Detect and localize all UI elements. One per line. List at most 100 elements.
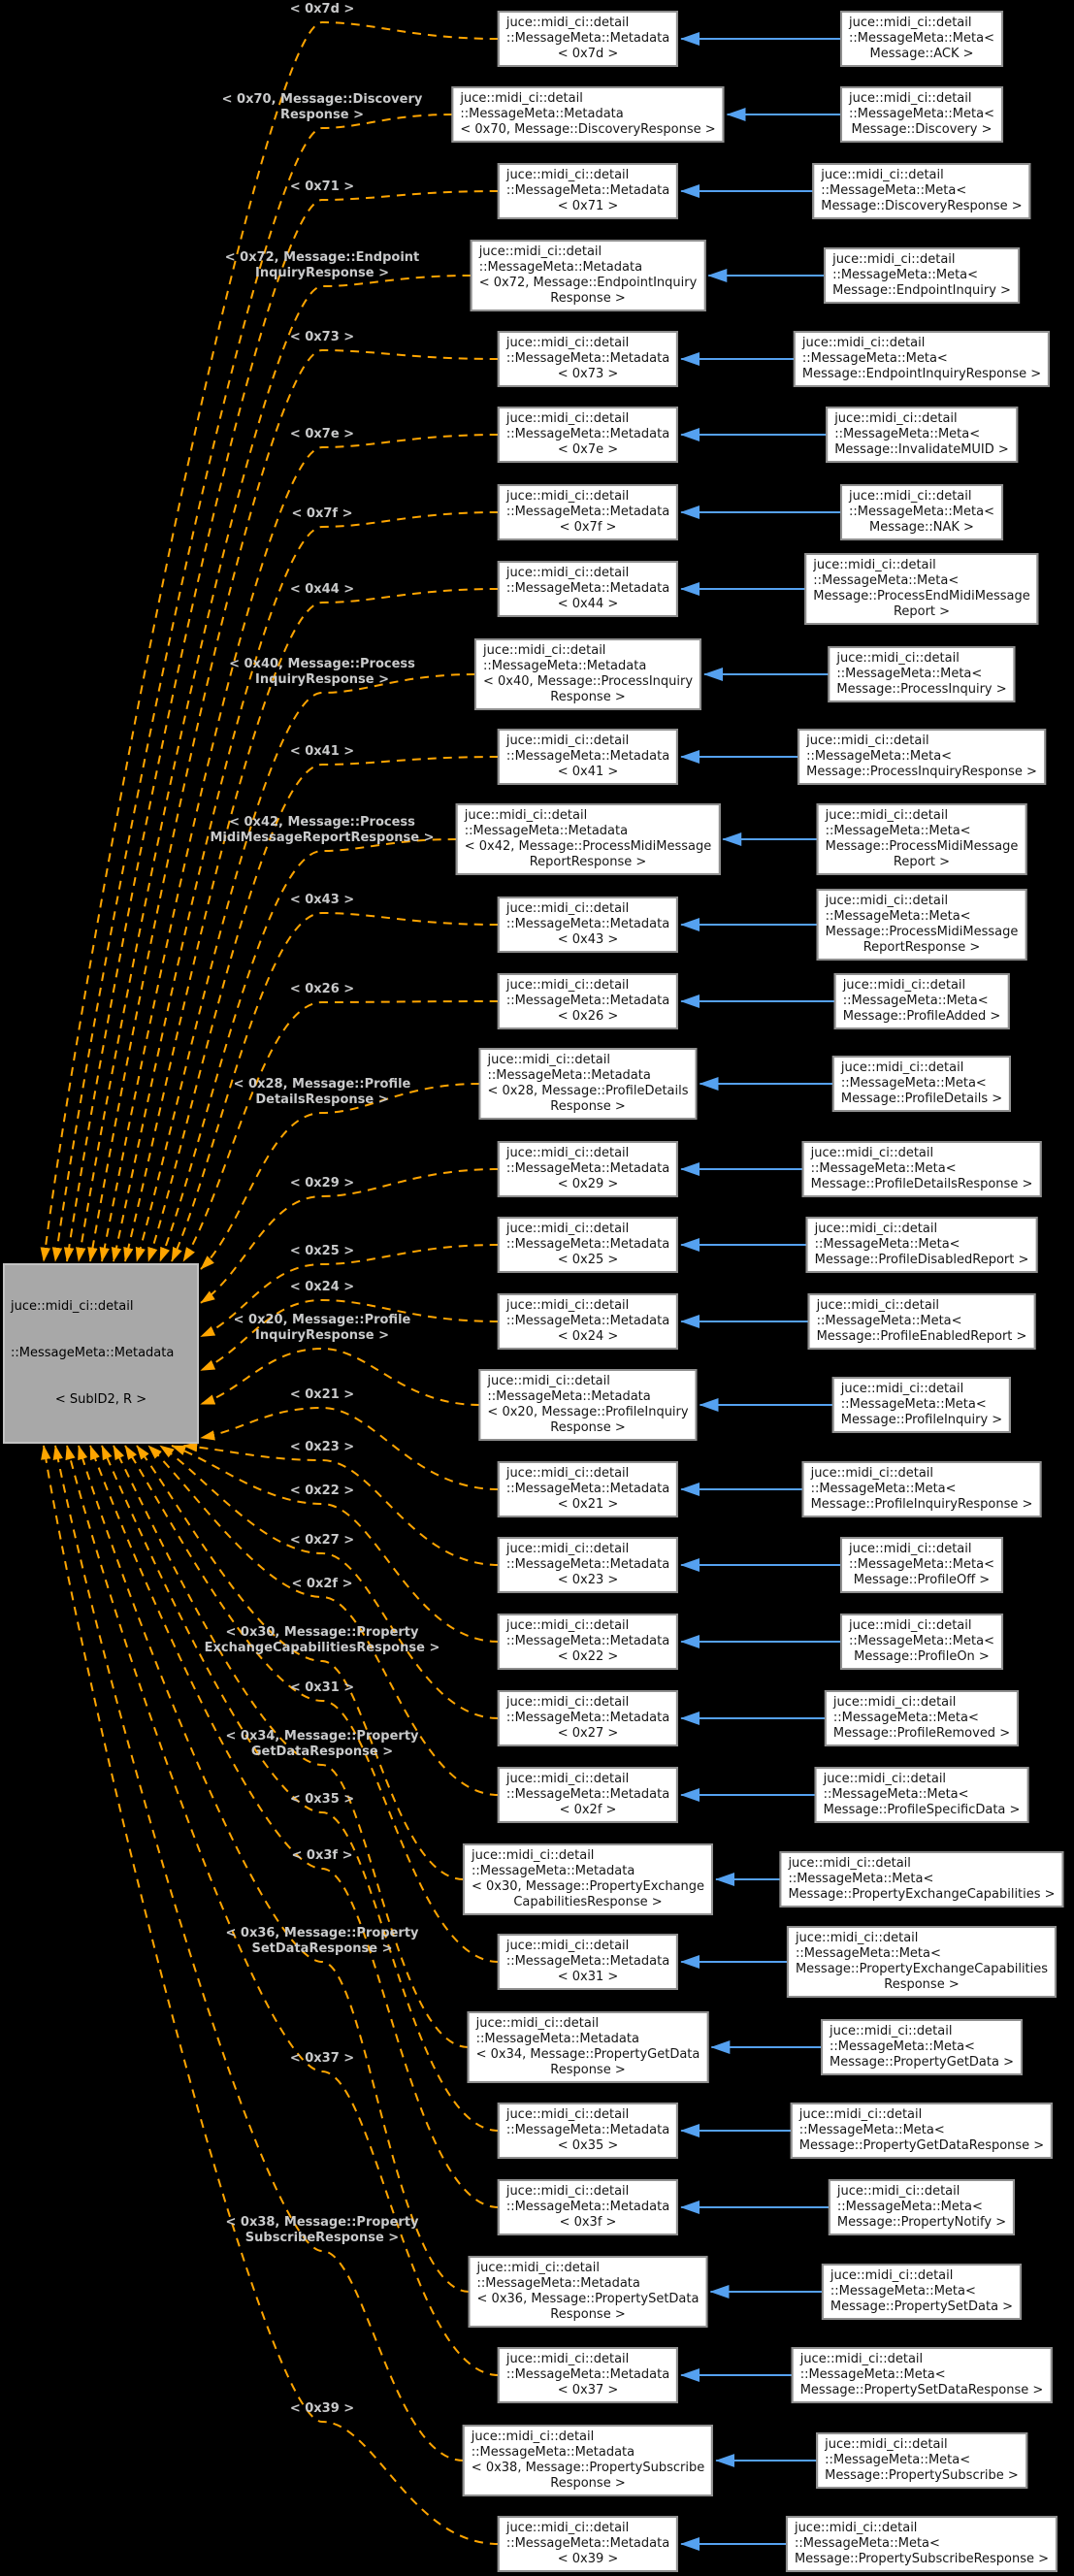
- metadata-instance-node[interactable]: juce::midi_ci::detail::MessageMeta::Meta…: [497, 973, 679, 1029]
- metadata-instance-node[interactable]: juce::midi_ci::detail::MessageMeta::Meta…: [497, 2347, 679, 2403]
- meta-class-node[interactable]: juce::midi_ci::detail::MessageMeta::Meta…: [840, 1614, 1003, 1670]
- meta-class-node[interactable]: juce::midi_ci::detail::MessageMeta::Meta…: [786, 1926, 1058, 1998]
- metadata-instance-node[interactable]: juce::midi_ci::detail::MessageMeta::Meta…: [462, 2425, 714, 2496]
- meta-class-node[interactable]: juce::midi_ci::detail::MessageMeta::Meta…: [793, 331, 1051, 387]
- metadata-instance-node[interactable]: juce::midi_ci::detail::MessageMeta::Meta…: [497, 561, 679, 617]
- instantiation-edge: [147, 1445, 499, 1796]
- focus-node-line: juce::midi_ci::detail: [11, 1299, 134, 1314]
- meta-class-node[interactable]: juce::midi_ci::detail::MessageMeta::Meta…: [814, 1767, 1029, 1823]
- instantiation-edge: [135, 673, 475, 1262]
- node-text-line: juce::midi_ci::detail: [505, 2352, 630, 2366]
- meta-class-node[interactable]: juce::midi_ci::detail::MessageMeta::Meta…: [821, 2264, 1023, 2320]
- metadata-instance-node[interactable]: juce::midi_ci::detail::MessageMeta::Meta…: [497, 729, 679, 785]
- metadata-instance-node[interactable]: juce::midi_ci::detail::MessageMeta::Meta…: [497, 897, 679, 953]
- node-text-line: ::MessageMeta::Metadata: [505, 2536, 670, 2551]
- node-text-line: ::MessageMeta::Metadata: [505, 2123, 670, 2137]
- node-text-line: ::MessageMeta::Meta<: [849, 505, 994, 519]
- template-args-edge-label: < 0x30, Message::Property ExchangeCapabi…: [204, 1625, 440, 1655]
- metadata-instance-node[interactable]: juce::midi_ci::detail::MessageMeta::Meta…: [497, 1614, 679, 1670]
- node-text-line: Report >: [893, 604, 951, 619]
- metadata-instance-node[interactable]: juce::midi_ci::detail::MessageMeta::Meta…: [497, 1141, 679, 1197]
- metadata-instance-node[interactable]: juce::midi_ci::detail::MessageMeta::Meta…: [468, 2256, 708, 2328]
- node-text-line: juce::midi_ci::detail: [806, 734, 929, 748]
- meta-class-node[interactable]: juce::midi_ci::detail::MessageMeta::Meta…: [821, 2019, 1023, 2075]
- meta-class-node[interactable]: juce::midi_ci::detail::MessageMeta::Meta…: [807, 1293, 1036, 1350]
- meta-class-node[interactable]: juce::midi_ci::detail::MessageMeta::Meta…: [790, 2103, 1054, 2159]
- meta-class-node[interactable]: juce::midi_ci::detail::MessageMeta::Meta…: [816, 889, 1027, 961]
- template-args-edge-label: < 0x7e >: [289, 427, 355, 441]
- meta-class-node[interactable]: juce::midi_ci::detail::MessageMeta::Meta…: [816, 2432, 1027, 2489]
- meta-class-node[interactable]: juce::midi_ci::detail::MessageMeta::Meta…: [828, 646, 1016, 702]
- meta-class-node[interactable]: juce::midi_ci::detail::MessageMeta::Meta…: [812, 163, 1031, 219]
- metadata-instance-node[interactable]: juce::midi_ci::detail::MessageMeta::Meta…: [455, 803, 721, 875]
- node-text-line: < 0x70, Message::DiscoveryResponse >: [460, 122, 716, 137]
- meta-class-node[interactable]: juce::midi_ci::detail::MessageMeta::Meta…: [805, 1217, 1038, 1273]
- metadata-instance-node[interactable]: juce::midi_ci::detail::MessageMeta::Meta…: [497, 2516, 679, 2572]
- metadata-instance-node[interactable]: juce::midi_ci::detail::MessageMeta::Meta…: [497, 407, 679, 463]
- metadata-instance-node[interactable]: juce::midi_ci::detail::MessageMeta::Meta…: [473, 638, 702, 710]
- template-args-edge-label: < 0x35 >: [289, 1792, 355, 1807]
- metadata-instance-node[interactable]: juce::midi_ci::detail::MessageMeta::Meta…: [467, 2011, 709, 2083]
- node-text-line: ::MessageMeta::Meta<: [801, 351, 948, 366]
- meta-class-node[interactable]: juce::midi_ci::detail::MessageMeta::Meta…: [801, 1141, 1042, 1197]
- node-text-line: < 0x28, Message::ProfileDetails: [487, 1084, 689, 1098]
- meta-class-node[interactable]: juce::midi_ci::detail::MessageMeta::Meta…: [816, 803, 1027, 875]
- metadata-instance-node[interactable]: juce::midi_ci::detail::MessageMeta::Meta…: [478, 1048, 698, 1120]
- meta-class-node[interactable]: juce::midi_ci::detail::MessageMeta::Meta…: [840, 86, 1003, 143]
- meta-class-node[interactable]: juce::midi_ci::detail::MessageMeta::Meta…: [824, 1690, 1020, 1746]
- metadata-instance-node[interactable]: juce::midi_ci::detail::MessageMeta::Meta…: [497, 2103, 679, 2159]
- node-text-line: juce::midi_ci::detail: [825, 894, 949, 908]
- node-text-line: juce::midi_ci::detail: [823, 1772, 947, 1786]
- node-text-line: Message::ProfileInquiry >: [840, 1413, 1003, 1427]
- meta-class-node[interactable]: juce::midi_ci::detail::MessageMeta::Meta…: [826, 407, 1018, 463]
- meta-class-node[interactable]: juce::midi_ci::detail::MessageMeta::Meta…: [779, 1851, 1064, 1908]
- metadata-instance-node[interactable]: juce::midi_ci::detail::MessageMeta::Meta…: [462, 1843, 714, 1915]
- node-text-line: juce::midi_ci::detail: [478, 245, 602, 259]
- meta-class-node[interactable]: juce::midi_ci::detail::MessageMeta::Meta…: [797, 729, 1046, 785]
- node-text-line: ::MessageMeta::Meta<: [795, 1946, 941, 1961]
- metadata-instance-node[interactable]: juce::midi_ci::detail::MessageMeta::Meta…: [497, 1461, 679, 1517]
- meta-class-node[interactable]: juce::midi_ci::detail::MessageMeta::Meta…: [785, 2516, 1058, 2572]
- node-text-line: juce::midi_ci::detail: [505, 1772, 630, 1786]
- node-text-line: juce::midi_ci::detail: [836, 651, 960, 666]
- node-text-line: ::MessageMeta::Metadata: [464, 824, 629, 838]
- meta-class-node[interactable]: juce::midi_ci::detail::MessageMeta::Meta…: [840, 11, 1003, 67]
- template-args-edge-label: < 0x7d >: [289, 2, 355, 16]
- metadata-instance-node[interactable]: juce::midi_ci::detail::MessageMeta::Meta…: [497, 484, 679, 540]
- metadata-instance-node[interactable]: juce::midi_ci::detail::MessageMeta::Meta…: [470, 240, 706, 311]
- meta-class-node[interactable]: juce::midi_ci::detail::MessageMeta::Meta…: [831, 1056, 1012, 1112]
- metadata-instance-node[interactable]: juce::midi_ci::detail::MessageMeta::Meta…: [497, 1767, 679, 1823]
- metadata-instance-node[interactable]: juce::midi_ci::detail::MessageMeta::Meta…: [478, 1369, 698, 1441]
- metadata-instance-node[interactable]: juce::midi_ci::detail::MessageMeta::Meta…: [451, 86, 725, 143]
- node-text-line: juce::midi_ci::detail: [460, 91, 583, 106]
- node-text-line: Message::PropertySubscribeResponse >: [794, 2552, 1050, 2566]
- metadata-instance-node[interactable]: juce::midi_ci::detail::MessageMeta::Meta…: [497, 1934, 679, 1990]
- node-text-line: ::MessageMeta::Metadata: [475, 2032, 639, 2046]
- focus-node-line: ::MessageMeta::Metadata: [11, 1346, 175, 1360]
- node-text-line: juce::midi_ci::detail: [476, 2261, 600, 2275]
- meta-class-node[interactable]: juce::midi_ci::detail::MessageMeta::Meta…: [840, 1537, 1003, 1593]
- metadata-instance-node[interactable]: juce::midi_ci::detail::MessageMeta::Meta…: [497, 331, 679, 387]
- meta-class-node[interactable]: juce::midi_ci::detail::MessageMeta::Meta…: [833, 973, 1010, 1029]
- meta-class-node[interactable]: juce::midi_ci::detail::MessageMeta::Meta…: [840, 484, 1003, 540]
- meta-class-node[interactable]: juce::midi_ci::detail::MessageMeta::Meta…: [791, 2347, 1053, 2403]
- node-text-line: < 0x72, Message::EndpointInquiry: [478, 276, 698, 290]
- meta-class-node[interactable]: juce::midi_ci::detail::MessageMeta::Meta…: [804, 553, 1039, 625]
- metadata-instance-node[interactable]: juce::midi_ci::detail::MessageMeta::Meta…: [497, 1293, 679, 1350]
- metadata-instance-node[interactable]: juce::midi_ci::detail::MessageMeta::Meta…: [497, 1537, 679, 1593]
- node-text-line: CapabilitiesResponse >: [513, 1895, 663, 1909]
- node-text-line: juce::midi_ci::detail: [505, 1618, 630, 1633]
- metadata-instance-node[interactable]: juce::midi_ci::detail::MessageMeta::Meta…: [497, 1217, 679, 1273]
- metadata-instance-node[interactable]: juce::midi_ci::detail::MessageMeta::Meta…: [497, 11, 679, 67]
- node-text-line: juce::midi_ci::detail: [834, 411, 958, 426]
- meta-class-node[interactable]: juce::midi_ci::detail::MessageMeta::Meta…: [801, 1461, 1042, 1517]
- meta-class-node[interactable]: juce::midi_ci::detail::MessageMeta::Meta…: [831, 1377, 1012, 1433]
- instantiation-edge: [99, 434, 499, 1262]
- meta-class-node[interactable]: juce::midi_ci::detail::MessageMeta::Meta…: [824, 247, 1020, 304]
- node-text-line: Message::Discovery >: [851, 122, 993, 137]
- metadata-instance-node[interactable]: juce::midi_ci::detail::MessageMeta::Meta…: [497, 2179, 679, 2235]
- metadata-instance-node[interactable]: juce::midi_ci::detail::MessageMeta::Meta…: [497, 1690, 679, 1746]
- meta-class-node[interactable]: juce::midi_ci::detail::MessageMeta::Meta…: [828, 2179, 1016, 2235]
- metadata-instance-node[interactable]: juce::midi_ci::detail::MessageMeta::Meta…: [497, 163, 679, 219]
- node-text-line: ::MessageMeta::Meta<: [825, 2453, 971, 2467]
